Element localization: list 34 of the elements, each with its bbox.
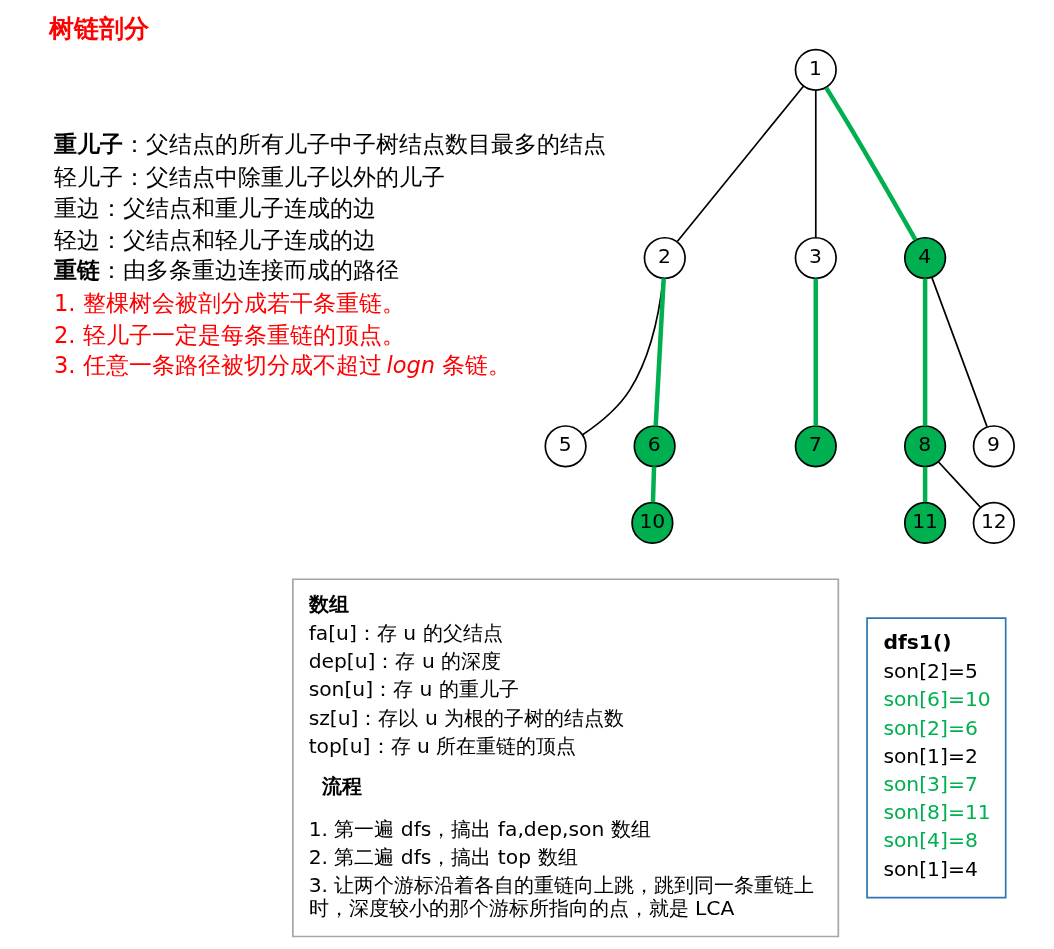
label: 2. 轻儿子一定是每条重链的顶点。 [53, 321, 405, 348]
connector [653, 277, 666, 426]
connector [922, 466, 928, 502]
node-circle: 10 [631, 501, 674, 544]
node-circle: 4 [903, 236, 947, 279]
connector [813, 277, 819, 426]
node-circle: 11 [903, 501, 947, 544]
label: 重儿子：父结点的所有儿子中子树结点数目最多的结点 [53, 130, 606, 157]
node-circle: 2 [643, 236, 686, 279]
diagram-title: 树链剖分 [48, 13, 149, 43]
node-box: 数组 fa[u]：存 u 的父结点 dep[u]：存 u 的深度 son[u]：存 u 的重儿子 sz[u]：存以 u 为根的子树的结点数 top[u]：存 u 所在重链的顶点 流程 1. 第一遍 dfs，搞出 fa,dep,son 数组 2. 第二遍 dfs，搞出 top 数组 3. 让两个游标沿着各自的重链向上跳，跳到同一条重链上时，深度较小的那个游标所指向的点，就是 LCA [292, 577, 840, 937]
label: 重链：由多条重边连接而成的路径 [53, 256, 400, 283]
node-circle: 5 [544, 424, 587, 467]
node-circle: 8 [903, 424, 947, 467]
node-circle: 6 [633, 424, 676, 467]
node-circle: 9 [972, 424, 1015, 467]
node-circle: 7 [794, 424, 837, 467]
connector [581, 277, 665, 436]
label: 1. 整棵树会被剖分成若干条重链。 [53, 289, 405, 316]
node-box: dfs1() son[2]=5 son[6]=10 son[2]=6 son[1]=2 son[3]=7 son[8]=11 son[4]=8 son[1]=4 [866, 616, 1007, 898]
connector [814, 88, 817, 238]
node-circle: 1 [794, 48, 837, 91]
connector [650, 466, 657, 502]
connector [824, 86, 918, 241]
connector [937, 460, 982, 508]
label: 3. 任意一条路径被切分成不超过 logn 条链。 [53, 351, 512, 378]
label: 轻儿子：父结点中除重儿子以外的儿子 [53, 163, 445, 190]
connector [676, 84, 805, 242]
label: 轻边：父结点和轻儿子连成的边 [53, 226, 376, 253]
node-circle: 12 [972, 501, 1015, 544]
connector [922, 277, 928, 426]
connector [930, 276, 988, 427]
node-circle: 3 [794, 236, 837, 279]
label: 重边：父结点和重儿子连成的边 [53, 194, 376, 221]
